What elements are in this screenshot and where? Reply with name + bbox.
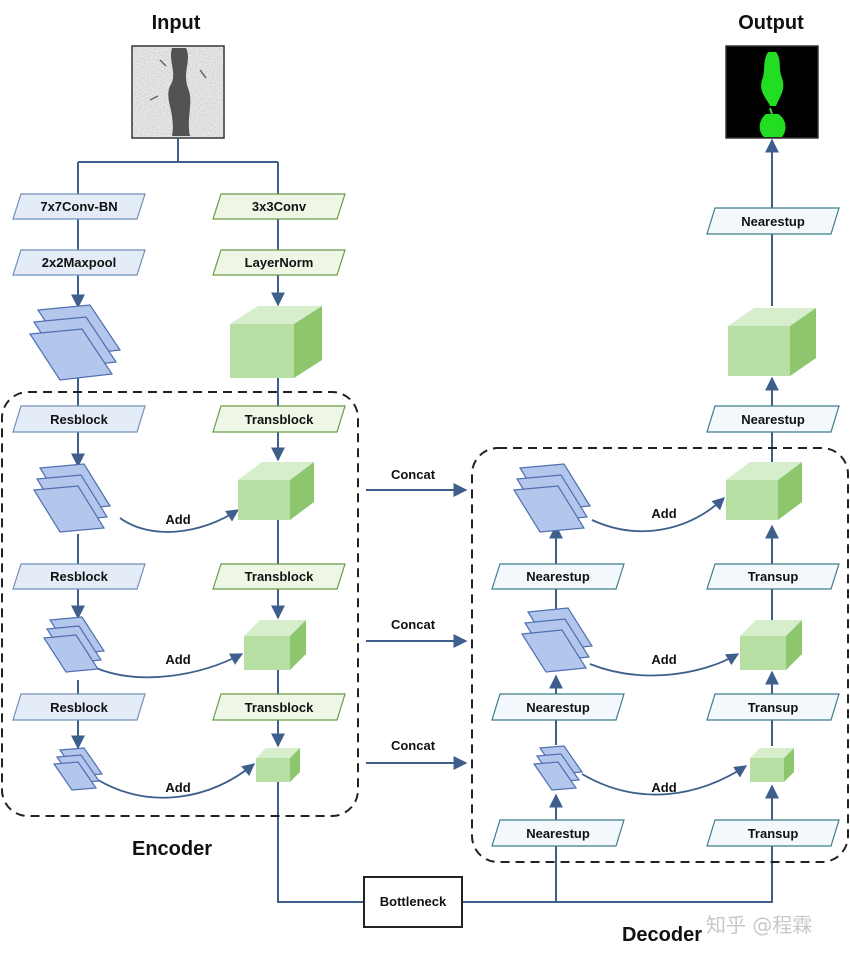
feature-stack-dec-2 [520, 607, 594, 673]
cube-enc-0 [230, 306, 322, 378]
nearestup-left-1-node: Nearestup [491, 563, 625, 590]
svg-text:7x7Conv-BN: 7x7Conv-BN [40, 199, 117, 214]
concat-label-3: Concat [391, 738, 436, 753]
cube-dec-1 [726, 462, 802, 520]
maxpool-node: 2x2Maxpool [12, 249, 146, 276]
svg-text:Transup: Transup [748, 826, 799, 841]
output-title: Output [738, 12, 804, 34]
feature-stack-enc-0 [28, 304, 122, 381]
resblock-1-node: Resblock [12, 405, 146, 433]
decoder-edges [366, 138, 779, 820]
svg-text:3x3Conv: 3x3Conv [252, 199, 307, 214]
transblock-1-node: Transblock [212, 405, 346, 433]
encoder-title: Encoder [132, 838, 212, 860]
cube-enc-3 [256, 748, 300, 782]
svg-text:Transblock: Transblock [245, 569, 314, 584]
resblock-3-node: Resblock [12, 693, 146, 721]
svg-text:LayerNorm: LayerNorm [245, 255, 314, 270]
svg-text:Resblock: Resblock [50, 412, 109, 427]
add-label-dec-1: Add [651, 506, 676, 521]
svg-text:Nearestup: Nearestup [526, 700, 590, 715]
add-label-enc-1: Add [165, 512, 190, 527]
add-label-enc-2: Add [165, 652, 190, 667]
input-image [131, 45, 225, 139]
svg-text:Transblock: Transblock [245, 412, 314, 427]
cube-dec-2 [740, 620, 802, 670]
cube-dec-3 [750, 748, 794, 782]
conv7-bn-node: 7x7Conv-BN [12, 193, 146, 220]
svg-text:Nearestup: Nearestup [526, 826, 590, 841]
feature-stack-enc-3 [52, 747, 104, 791]
layernorm-node: LayerNorm [212, 249, 346, 276]
svg-text:2x2Maxpool: 2x2Maxpool [42, 255, 116, 270]
nearestup-right-top-node: Nearestup [706, 207, 840, 235]
nearestup-left-2-node: Nearestup [491, 693, 625, 721]
decoder-region [471, 447, 849, 863]
feature-stack-dec-1 [512, 463, 592, 533]
transup-1-node: Transup [706, 563, 840, 590]
svg-text:Resblock: Resblock [50, 569, 109, 584]
concat-label-2: Concat [391, 617, 436, 632]
conv3-node: 3x3Conv [212, 193, 346, 220]
transblock-3-node: Transblock [212, 693, 346, 721]
bottleneck-node: Bottleneck [363, 876, 463, 928]
add-label-dec-3: Add [651, 780, 676, 795]
add-label-enc-3: Add [165, 780, 190, 795]
svg-text:Nearestup: Nearestup [741, 412, 805, 427]
cube-enc-1 [238, 462, 314, 520]
concat-label-1: Concat [391, 467, 436, 482]
cube-dec-top [728, 308, 816, 376]
svg-text:Nearestup: Nearestup [526, 569, 590, 584]
transup-3-node: Transup [706, 819, 840, 847]
svg-text:Transblock: Transblock [245, 700, 314, 715]
svg-text:Bottleneck: Bottleneck [380, 894, 447, 909]
feature-stack-enc-2 [42, 616, 106, 673]
decoder-title: Decoder [622, 924, 702, 946]
output-mask-image [725, 45, 819, 139]
svg-text:Transup: Transup [748, 569, 799, 584]
transblock-2-node: Transblock [212, 563, 346, 590]
transup-2-node: Transup [706, 693, 840, 721]
watermark-text: 知乎 @程霖 [706, 913, 812, 937]
feature-stack-dec-3 [532, 745, 584, 791]
cube-enc-2 [244, 620, 306, 670]
input-title: Input [152, 12, 201, 34]
svg-text:Resblock: Resblock [50, 700, 109, 715]
encoder-region [1, 391, 359, 817]
resblock-2-node: Resblock [12, 563, 146, 590]
svg-text:Transup: Transup [748, 700, 799, 715]
nearestup-right-mid-node: Nearestup [706, 405, 840, 433]
svg-text:Nearestup: Nearestup [741, 214, 805, 229]
feature-stack-enc-1 [32, 463, 112, 533]
add-label-dec-2: Add [651, 652, 676, 667]
nearestup-left-3-node: Nearestup [491, 819, 625, 847]
